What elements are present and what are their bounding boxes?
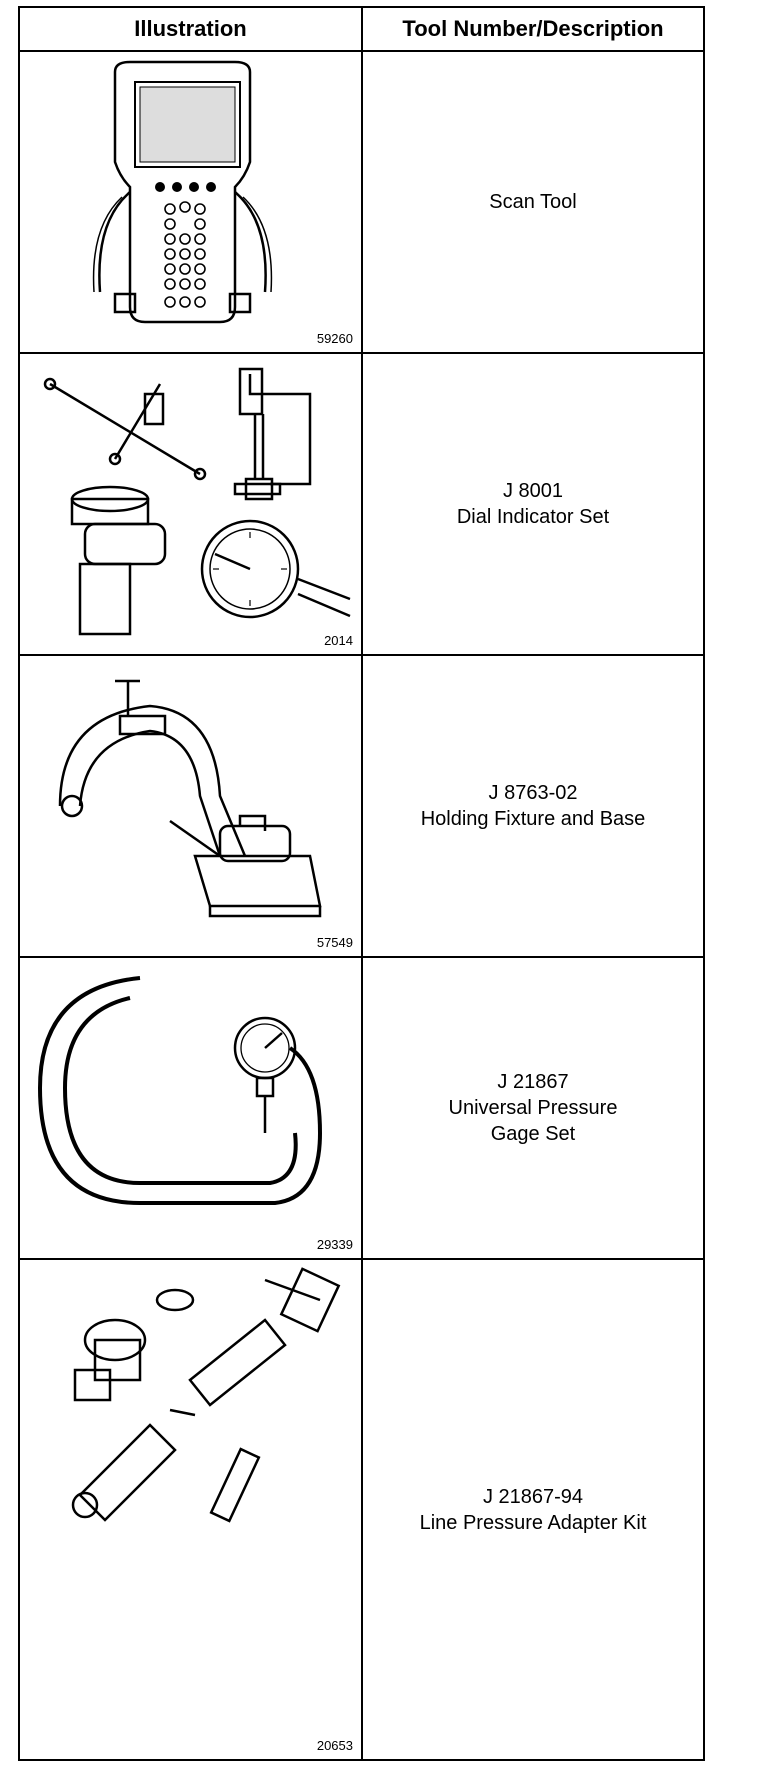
tool-number: J 21867 bbox=[497, 1071, 569, 1093]
figure-number: 59260 bbox=[316, 331, 353, 346]
illustration-cell: 29339 bbox=[20, 958, 363, 1258]
tool-description: J 8001 Dial Indicator Set bbox=[363, 354, 703, 654]
table-row: 29339 J 21867 Universal Pressure Gage Se… bbox=[20, 958, 703, 1260]
tool-description: J 21867-94 Line Pressure Adapter Kit bbox=[363, 1260, 703, 1759]
tool-number: J 8001 bbox=[502, 480, 564, 502]
illustration-cell: 59260 bbox=[20, 52, 363, 352]
scan-tool-icon bbox=[92, 60, 273, 324]
dial-indicator-set-icon bbox=[43, 367, 351, 636]
illustration-cell: 57549 bbox=[20, 656, 363, 956]
figure-number: 2014 bbox=[324, 633, 353, 648]
adapter-kit-icon bbox=[71, 1267, 341, 1523]
table-row: 57549 J 8763-02 Holding Fixture and Base bbox=[20, 656, 703, 958]
tool-number: J 8763-02 bbox=[488, 782, 578, 804]
pressure-gage-icon bbox=[37, 976, 323, 1205]
description-line: Universal Pressure bbox=[448, 1097, 618, 1119]
figure-number: 29339 bbox=[316, 1237, 353, 1252]
table-row: 2014 J 8001 Dial Indicator Set bbox=[20, 354, 703, 656]
holding-fixture-icon bbox=[58, 679, 322, 918]
tool-description: Scan Tool bbox=[363, 52, 703, 352]
description-line: Gage Set bbox=[490, 1123, 576, 1145]
header-tool-description: Tool Number/Description bbox=[363, 8, 703, 52]
description-line: Holding Fixture and Base bbox=[420, 808, 646, 830]
tool-description: J 8763-02 Holding Fixture and Base bbox=[363, 656, 703, 956]
special-tools-table: Illustration Tool Number/Description bbox=[18, 6, 705, 1761]
tool-number: J 21867-94 bbox=[482, 1485, 584, 1508]
description-line: Dial Indicator Set bbox=[456, 506, 610, 528]
illustration-cell: 20653 bbox=[20, 1260, 363, 1759]
illustration-cell: 2014 bbox=[20, 354, 363, 654]
figure-number: 57549 bbox=[316, 935, 353, 950]
figure-number: 20653 bbox=[316, 1738, 353, 1753]
table-row: 20653 J 21867-94 Line Pressure Adapter K… bbox=[20, 1260, 703, 1759]
tool-description: J 21867 Universal Pressure Gage Set bbox=[363, 958, 703, 1258]
description-line: Scan Tool bbox=[489, 191, 577, 213]
header-illustration: Illustration bbox=[20, 8, 363, 52]
description-line: Line Pressure Adapter Kit bbox=[419, 1511, 647, 1534]
table-row: 59260 Scan Tool bbox=[20, 52, 703, 354]
